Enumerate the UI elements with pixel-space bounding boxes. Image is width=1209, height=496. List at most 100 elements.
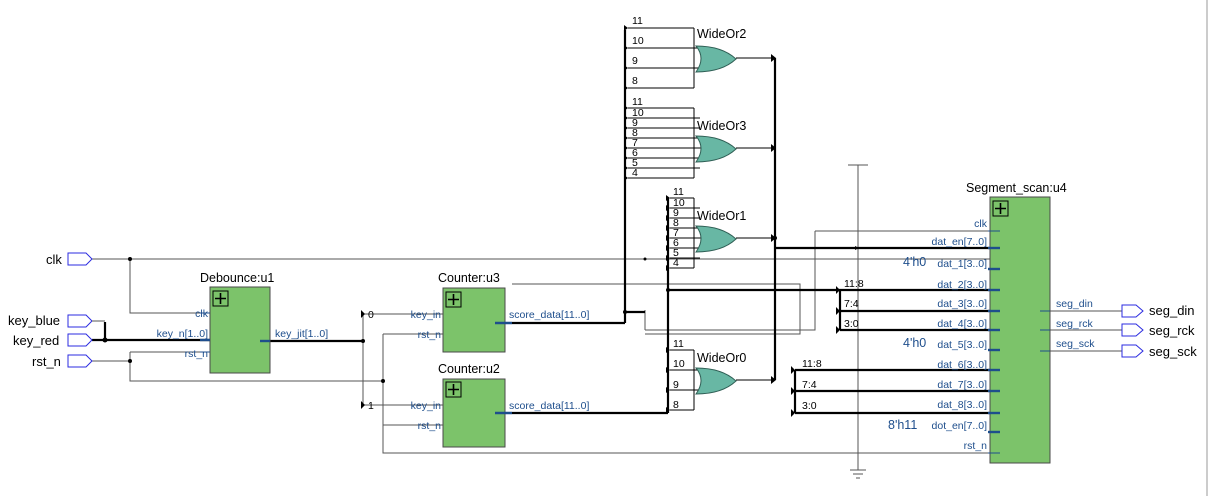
pin-rst-n-label: rst_n — [32, 354, 61, 369]
slice-118-a: 11:8 — [844, 278, 864, 290]
or1-bit-8: 8 — [673, 217, 679, 229]
thin-wires — [92, 164, 1122, 479]
or2-bit-8: 8 — [632, 75, 638, 87]
or3-bit-7: 7 — [632, 137, 638, 149]
or1-bit-6: 6 — [673, 237, 679, 249]
slice-74-b: 7:4 — [802, 379, 817, 391]
pin-seg-din-label: seg_din — [1149, 303, 1195, 318]
or2-bit-9: 9 — [632, 55, 638, 67]
counter-u2-score-port: score_data[11..0] — [509, 400, 589, 412]
pin-seg-sck-label: seg_sck — [1149, 344, 1197, 359]
counter-u3-expand-icon[interactable] — [445, 291, 462, 308]
seg-clk-port: clk — [974, 218, 988, 230]
seg-segrck-port: seg_rck — [1056, 318, 1094, 330]
slice-labels: 11:8 7:4 3:0 11:8 7:4 3:0 0 1 — [368, 278, 864, 412]
debounce-expand-icon[interactable] — [212, 290, 229, 307]
or2-bit-11: 11 — [632, 15, 643, 27]
slice-74-a: 7:4 — [844, 298, 859, 310]
seg-dat3-port: dat_3[3..0] — [937, 298, 987, 310]
or3-bit-4: 4 — [632, 167, 638, 179]
pin-seg-sck[interactable]: seg_sck — [1121, 344, 1197, 359]
segment-scan-title: Segment_scan:u4 — [966, 181, 1067, 195]
pin-key-red[interactable]: key_red — [13, 333, 93, 348]
debounce-clk-port: clk — [195, 308, 209, 320]
or3-bit-6: 6 — [632, 147, 638, 159]
bus-tap-arrows — [361, 25, 859, 417]
or0-bit-8: 8 — [673, 399, 679, 411]
debounce-rstn-port: rst_n — [185, 348, 209, 360]
or1-bit-4: 4 — [673, 257, 679, 269]
pin-seg-rck[interactable]: seg_rck — [1121, 323, 1195, 338]
gate-input-wires — [628, 27, 775, 411]
or3-bit-11: 11 — [632, 96, 643, 108]
seg-segdin-port: seg_din — [1056, 298, 1093, 310]
seg-dat5-port: dat_5[3..0] — [937, 339, 987, 351]
seg-const-dat1: 4'h0 — [903, 255, 926, 269]
debounce-block[interactable]: Debounce:u1 clk key_n[1..0] rst_n key_ji… — [157, 271, 329, 374]
wideor2-gate[interactable]: WideOr2 — [694, 27, 746, 73]
counter-u3-rstn-port: rst_n — [418, 329, 442, 341]
counter-u3-block[interactable]: Counter:u3 key_in rst_n score_data[11..0… — [411, 271, 590, 353]
wideor0-gate[interactable]: WideOr0 — [694, 351, 746, 395]
or3-bit-8: 8 — [632, 127, 638, 139]
wideor1-gate[interactable]: WideOr1 — [694, 209, 746, 253]
pin-rst-n[interactable]: rst_n — [32, 354, 93, 369]
seg-segsck-port: seg_sck — [1056, 338, 1095, 350]
or1-bit-7: 7 — [673, 227, 679, 239]
slice-30-a: 3:0 — [844, 318, 859, 330]
seg-const-doten: 8'h11 — [888, 418, 917, 432]
seg-dat2-port: dat_2[3..0] — [937, 279, 987, 291]
counter-u2-title: Counter:u2 — [438, 362, 500, 376]
or1-bit-11: 11 — [673, 186, 684, 198]
counter-u2-expand-icon[interactable] — [445, 381, 462, 398]
or1-bit-10: 10 — [673, 197, 685, 209]
or3-bit-9: 9 — [632, 117, 638, 129]
pin-seg-rck-label: seg_rck — [1149, 323, 1195, 338]
debounce-keyjit-port: key_jit[1..0] — [275, 328, 328, 340]
bit-numbers: 11 10 9 8 11 10 9 8 7 6 5 4 11 10 9 8 7 … — [632, 15, 685, 411]
seg-dat7-port: dat_7[3..0] — [937, 379, 987, 391]
pin-key-blue-label: key_blue — [8, 313, 60, 328]
counter-u2-rstn-port: rst_n — [418, 420, 442, 432]
or0-bit-11: 11 — [673, 338, 684, 350]
seg-dat8-port: dat_8[3..0] — [937, 399, 987, 411]
seg-dat4-port: dat_4[3..0] — [937, 318, 987, 330]
debounce-title: Debounce:u1 — [200, 271, 274, 285]
seg-daten-port: dat_en[7..0] — [932, 236, 988, 248]
counter-u2-block[interactable]: Counter:u2 key_in rst_n score_data[11..0… — [411, 362, 590, 448]
counter-u3-keyin-port: key_in — [411, 309, 442, 321]
or0-bit-10: 10 — [673, 358, 685, 370]
or0-bit-9: 9 — [673, 379, 679, 391]
segment-scan-expand-icon[interactable] — [992, 200, 1009, 217]
wideor3-label: WideOr3 — [697, 119, 746, 133]
bus-wires — [92, 30, 1000, 415]
debounce-keyn-port: key_n[1..0] — [157, 328, 208, 340]
seg-const-dat5: 4'h0 — [903, 336, 926, 350]
segment-scan-block[interactable]: Segment_scan:u4 clk dat_en[7..0] dat_1[3… — [888, 181, 1095, 464]
seg-dat6-port: dat_6[3..0] — [937, 359, 987, 371]
pin-key-red-label: key_red — [13, 333, 59, 348]
pin-clk-label: clk — [46, 252, 62, 267]
wideor2-label: WideOr2 — [697, 27, 746, 41]
or1-bit-5: 5 — [673, 247, 679, 259]
slice-30-b: 3:0 — [802, 400, 817, 412]
counter-u3-score-port: score_data[11..0] — [509, 309, 589, 321]
or1-bit-9: 9 — [673, 207, 679, 219]
pin-clk[interactable]: clk — [46, 252, 93, 267]
wideor0-label: WideOr0 — [697, 351, 746, 365]
junction-dots — [102, 236, 777, 383]
wideor3-gate[interactable]: WideOr3 — [694, 119, 746, 163]
slice-118-b: 11:8 — [802, 358, 822, 370]
pin-seg-din[interactable]: seg_din — [1121, 303, 1195, 318]
split-one-label: 1 — [368, 400, 374, 412]
counter-u3-title: Counter:u3 — [438, 271, 500, 285]
seg-rstn-port: rst_n — [964, 440, 988, 452]
seg-doten-port: dot_en[7..0] — [932, 420, 988, 432]
seg-dat1-port: dat_1[3..0] — [937, 258, 987, 270]
wideor1-label: WideOr1 — [697, 209, 746, 223]
pin-key-blue[interactable]: key_blue — [8, 313, 93, 328]
or3-bit-5: 5 — [632, 157, 638, 169]
or2-bit-10: 10 — [632, 35, 644, 47]
split-zero-label: 0 — [368, 309, 374, 321]
counter-u2-keyin-port: key_in — [411, 400, 442, 412]
